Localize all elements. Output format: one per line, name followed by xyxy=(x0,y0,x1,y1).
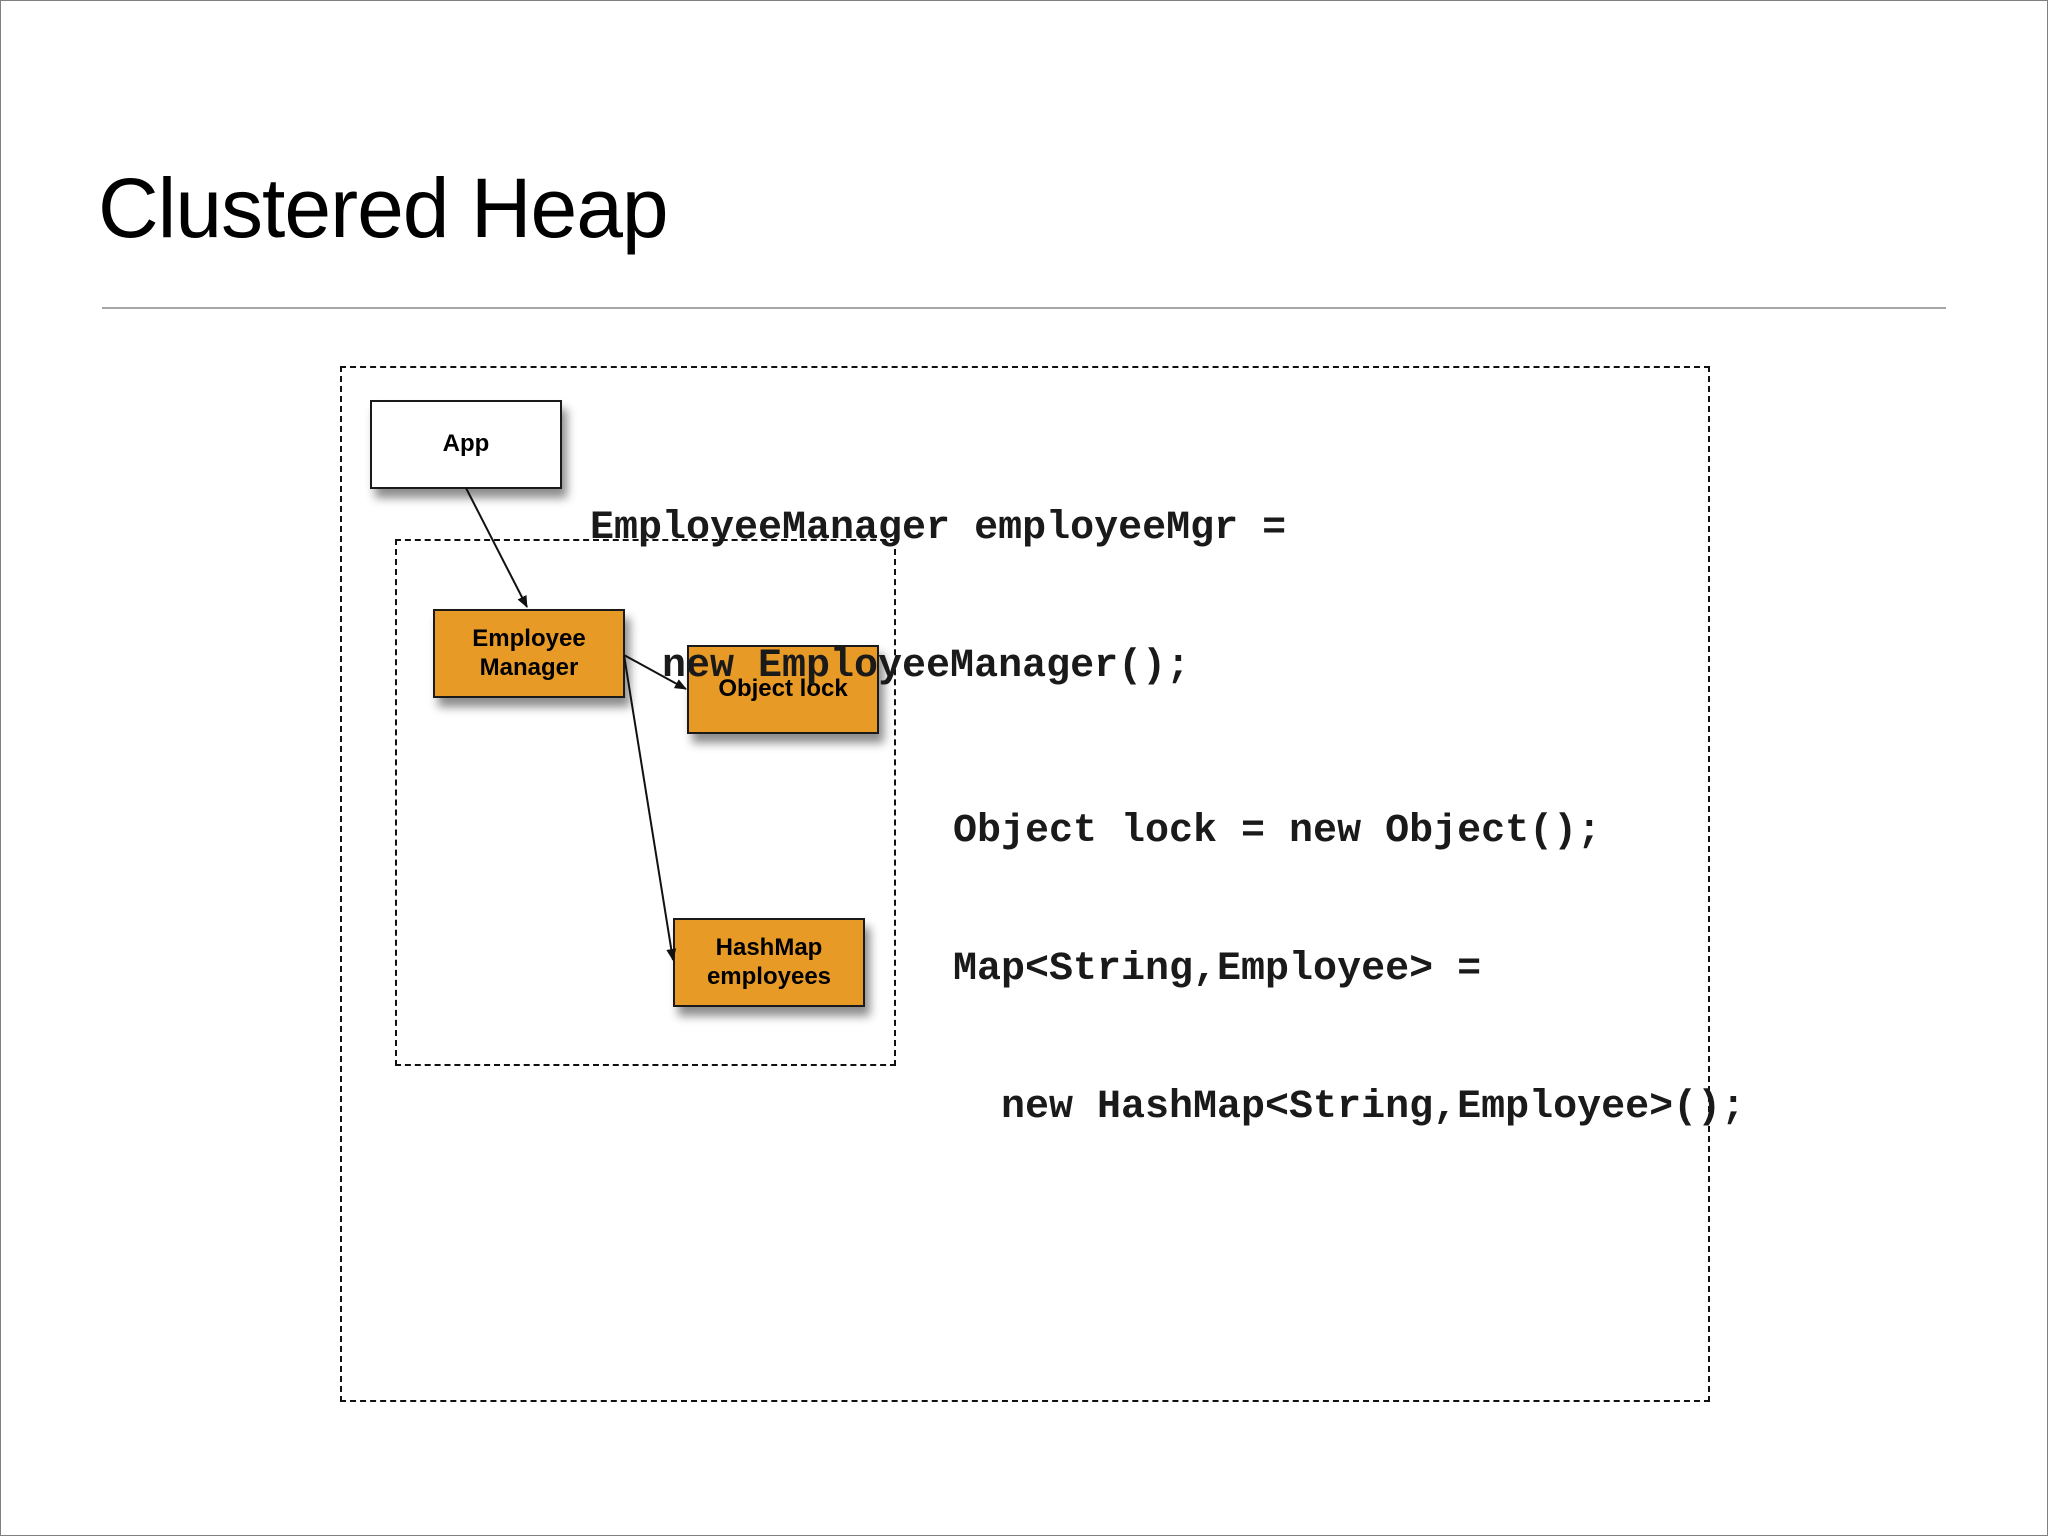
code-snippet-employee-manager: EmployeeManager employeeMgr = new Employ… xyxy=(590,414,1286,736)
hashmap-label-line1: HashMap xyxy=(715,934,823,962)
code-snippet-object-and-map: Object lock = new Object(); Map<String,E… xyxy=(953,717,1745,1177)
title-divider xyxy=(102,307,1946,309)
employee-manager-to-hashmap-arrow xyxy=(623,654,677,961)
employee-manager-node: Employee Manager xyxy=(433,609,625,698)
code-line: new EmployeeManager(); xyxy=(590,644,1191,689)
shared-objects-region xyxy=(395,539,896,1066)
slide-title: Clustered Heap xyxy=(98,161,669,255)
code-line: EmployeeManager employeeMgr = xyxy=(590,506,1287,551)
employee-manager-label-line1: Employee xyxy=(472,625,586,653)
object-lock-label: Object lock xyxy=(718,675,848,703)
app-label: App xyxy=(442,430,490,458)
clustered-heap-region xyxy=(340,366,1710,1402)
app-to-employee-manager-arrow xyxy=(465,487,528,608)
hashmap-node: HashMap employees xyxy=(673,918,865,1007)
employee-manager-label-line2: Manager xyxy=(479,653,579,681)
code-line: Object lock = new Object(); xyxy=(953,809,1602,854)
code-line: new HashMap<String,Employee>(); xyxy=(953,1085,1746,1130)
code-line: Map<String,Employee> = xyxy=(953,947,1482,992)
object-lock-node: Object lock xyxy=(687,645,879,734)
hashmap-label-line2: employees xyxy=(706,962,832,990)
employee-manager-to-object-lock-arrow xyxy=(623,654,687,690)
